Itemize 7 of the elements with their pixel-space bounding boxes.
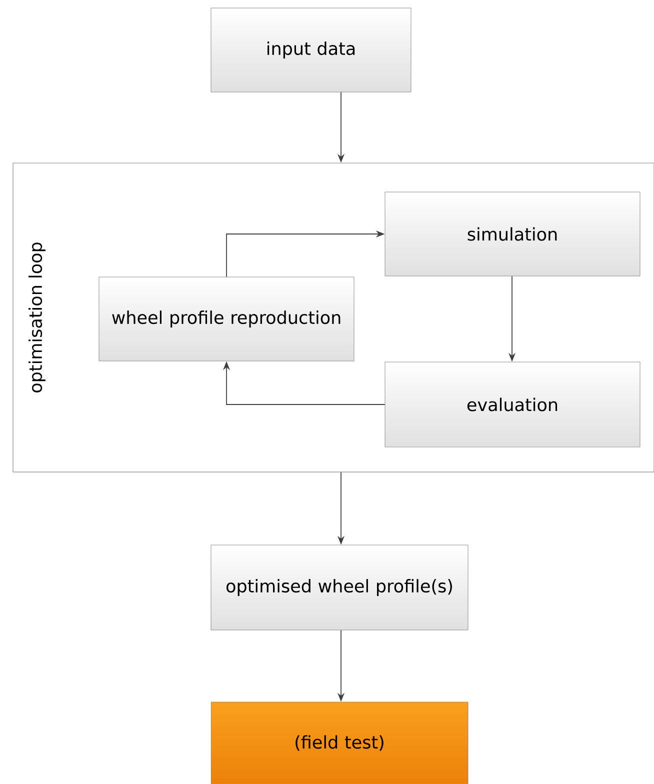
process-box: (field test) <box>210 702 468 784</box>
process-box: wheel profile reproduction <box>98 276 354 362</box>
frame-heading: optimisation loop <box>28 242 46 392</box>
process-box: evaluation <box>384 362 640 448</box>
process-box: optimised wheel profile(s) <box>210 544 468 630</box>
process-box: input data <box>210 8 412 92</box>
process-box: simulation <box>384 192 640 276</box>
